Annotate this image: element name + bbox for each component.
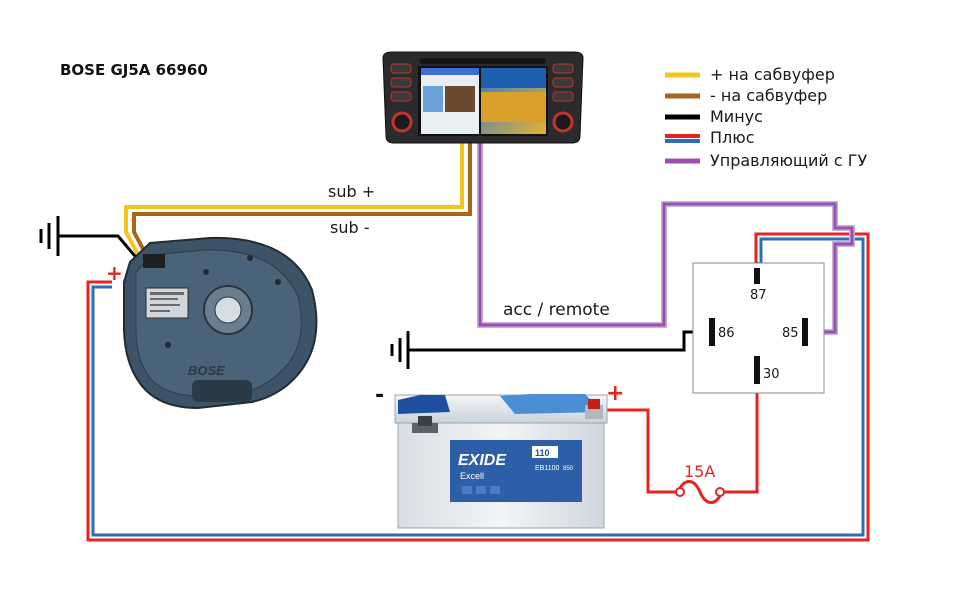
legend: + на сабвуфер - на сабвуфер Минус Плюс У…	[665, 65, 868, 170]
legend-item-control: Управляющий с ГУ	[665, 151, 868, 170]
legend-item-sub-minus: - на сабвуфер	[665, 86, 827, 105]
relay-pin-85-contact	[802, 318, 808, 346]
legend-item-minus: Минус	[665, 107, 763, 126]
legend-label: + на сабвуфер	[710, 65, 835, 84]
battery-plus-wire	[600, 385, 759, 504]
legend-label: Управляющий с ГУ	[710, 151, 868, 170]
battery-model: EB1100	[535, 465, 559, 472]
legend-item-plus: Плюс	[665, 128, 755, 147]
battery-brand: EXIDE	[458, 452, 507, 469]
relay-pin-30-label: 30	[763, 367, 780, 382]
relay-pin-30-contact	[754, 356, 760, 384]
legend-label: - на сабвуфер	[710, 86, 827, 105]
legend-label: Минус	[710, 107, 763, 126]
sub-wires	[124, 140, 472, 263]
right-knob	[552, 111, 574, 133]
battery-capacity: 110	[535, 448, 550, 458]
battery-series: Excell	[460, 471, 484, 481]
left-knob	[391, 111, 413, 133]
battery-cca: 850	[563, 466, 574, 472]
legend-label: Плюс	[710, 128, 755, 147]
sub-plus-label: sub +	[328, 182, 375, 201]
sub-ground-wire	[39, 216, 142, 263]
battery: EXIDE Excell 110 EB1100 850	[394, 394, 608, 529]
battery-plus-marker: +	[606, 381, 624, 406]
diagram-title: BOSE GJ5A 66960	[60, 61, 208, 79]
sub-plus-marker: +	[106, 261, 123, 285]
subwoofer: BOSE	[123, 236, 318, 410]
battery-minus-marker: -	[375, 383, 384, 408]
legend-item-sub-plus: + на сабвуфер	[665, 65, 835, 84]
relay-pin-86-label: 86	[718, 326, 735, 341]
relay-ground-wire	[390, 330, 716, 369]
relay: 87 86 85 30	[692, 262, 825, 394]
relay-pin-87-label: 87	[750, 288, 767, 303]
sub-minus-label: sub -	[330, 218, 370, 237]
relay-pin-86-contact	[709, 318, 715, 346]
head-unit	[382, 51, 584, 144]
relay-pin-85-label: 85	[782, 326, 799, 341]
remote-wire	[477, 140, 855, 335]
subwoofer-brand: BOSE	[188, 363, 225, 378]
fuse-label: 15A	[684, 462, 715, 481]
relay-pin-87-contact	[754, 268, 760, 284]
acc-remote-label: acc / remote	[503, 300, 610, 320]
